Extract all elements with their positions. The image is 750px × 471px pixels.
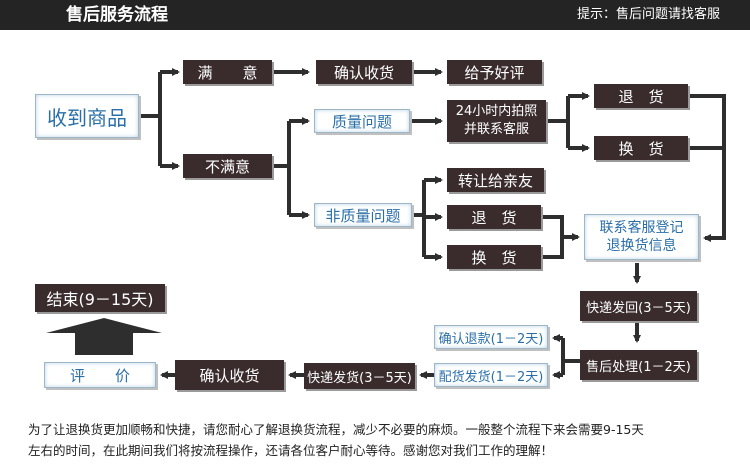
node-satisfied: 满 意	[183, 60, 272, 84]
photo-contact-line2: 并联系客服	[463, 122, 529, 137]
page-title: 售后服务流程	[66, 5, 168, 25]
photo-contact-line1: 24小时内拍照	[455, 104, 538, 119]
node-photo-contact: 24小时内拍照 并联系客服	[447, 100, 546, 142]
node-distribution: 配货发货(1－2天)	[434, 363, 548, 387]
node-give-praise: 给予好评	[447, 60, 542, 84]
node-return-top: 退 货	[594, 84, 688, 108]
node-quality-issue: 质量问题	[314, 109, 410, 133]
connector-mid-merge	[541, 215, 564, 259]
node-unsatisfied: 不满意	[183, 154, 272, 178]
node-end: 结束(9－15天)	[35, 284, 165, 312]
node-register-info: 联系客服登记 退换货信息	[584, 214, 699, 260]
node-exchange-mid: 换 货	[447, 245, 541, 269]
header-tip: 提示：售后问题请找客服	[576, 7, 720, 22]
header-bar: 售后服务流程 提示：售后问题请找客服	[0, 0, 750, 30]
node-return-mid: 退 货	[447, 205, 541, 229]
node-after-sale-processing: 售后处理(1－2天)	[580, 350, 697, 380]
node-receive: 收到商品	[35, 94, 139, 138]
register-line1: 联系客服登记	[599, 220, 684, 236]
footer-note: 为了让退换货更加顺畅和快捷，请您耐心了解退换货流程，减少不必要的麻烦。一般整个流…	[28, 419, 728, 461]
node-non-quality-issue: 非质量问题	[314, 203, 412, 227]
node-express-back: 快递发回(3－5天)	[580, 291, 697, 321]
node-confirm-receipt-top: 确认收货	[316, 60, 412, 84]
node-transfer-friend: 转让给亲友	[447, 168, 544, 192]
footer-line2: 左右的时间，在此期间我们将按流程操作，还请各位客户耐心等待。感谢您对我们工作的理…	[28, 443, 554, 458]
register-line2: 退换货信息	[606, 238, 677, 254]
arrow-return-top-to-register	[688, 94, 726, 242]
up-arrow-icon	[46, 318, 162, 355]
node-express-ship: 快递发货(3－5天)	[304, 363, 415, 389]
node-evaluate: 评 价	[44, 362, 156, 388]
footer-line1: 为了让退换货更加顺畅和快捷，请您耐心了解退换货流程，减少不必要的麻烦。一般整个流…	[28, 422, 644, 437]
node-exchange-top: 换 货	[594, 136, 688, 160]
node-confirm-refund: 确认退款(1－2天)	[434, 325, 548, 349]
node-confirm-receipt-bottom: 确认收货	[175, 360, 284, 390]
